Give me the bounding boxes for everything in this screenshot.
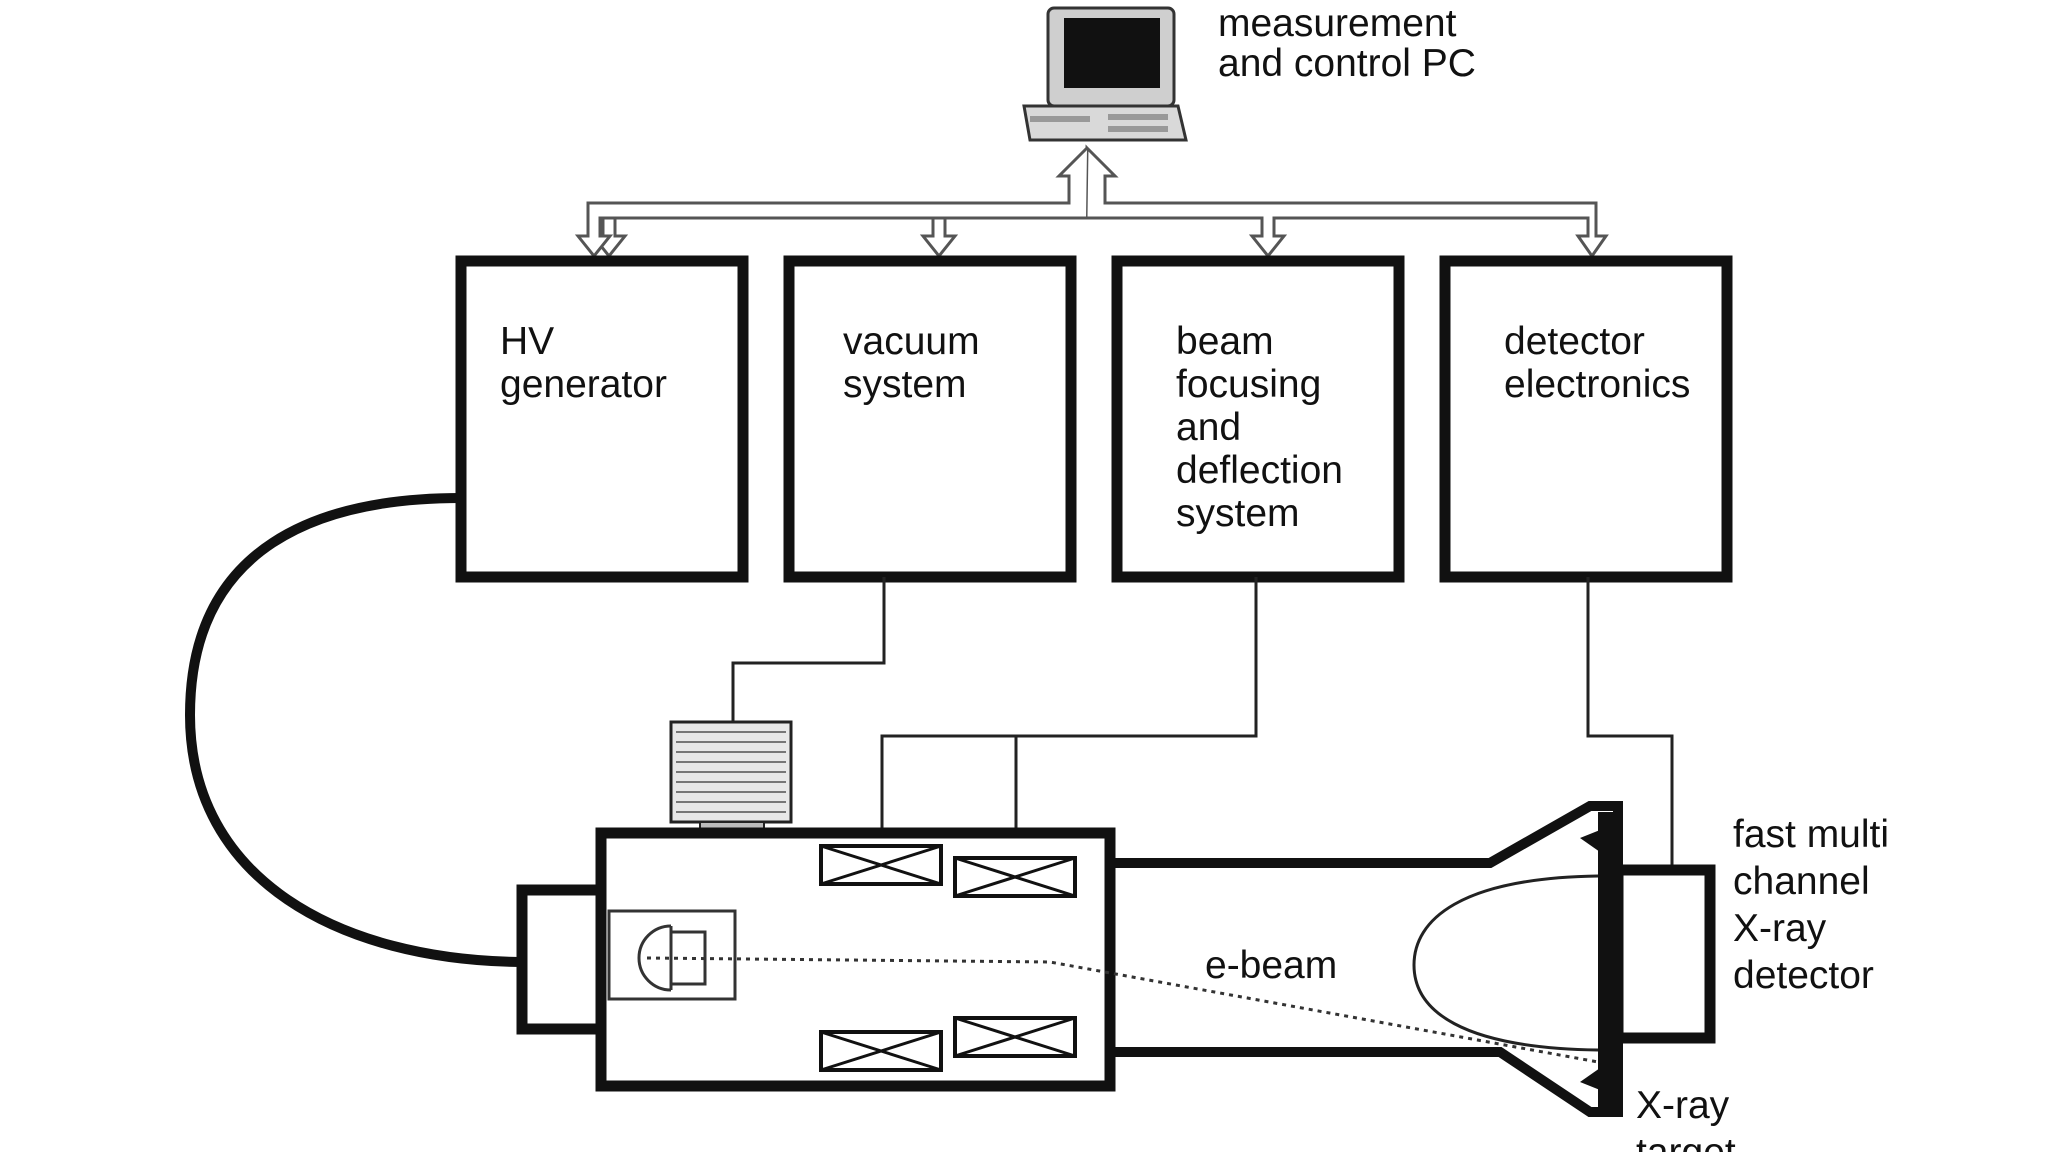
detector-label-line-2: channel — [1733, 860, 1870, 903]
vacuum-line-2: system — [843, 363, 967, 406]
hv-line-2: generator — [500, 363, 667, 406]
hv-cable — [184, 493, 521, 967]
detector-label-line-1: fast multi — [1733, 813, 1889, 856]
vacuum-system-box — [783, 255, 1077, 583]
detector-electronics-box — [1439, 255, 1733, 583]
e-beam-label: e-beam — [1205, 944, 1337, 987]
x-ray-detector — [1612, 864, 1716, 1044]
drift-tube-and-cone — [1110, 801, 1623, 1117]
pc-label-line-2: and control PC — [1218, 42, 1476, 85]
x-ray-target-label-line-1: X-ray — [1636, 1084, 1730, 1127]
vacuum-line-1: vacuum — [843, 320, 980, 363]
vacuum-pump — [669, 720, 793, 833]
beam-line-1: beam — [1176, 320, 1274, 363]
beam-line-3: and — [1176, 406, 1241, 449]
hv-line-1: HV — [500, 320, 554, 363]
detector-connection-line — [1586, 577, 1674, 870]
hv-feedthrough — [516, 884, 607, 1035]
beam-focusing-box — [1111, 255, 1405, 583]
focusing-coil-top-2 — [953, 856, 1077, 898]
target-edge-bottom — [1580, 1068, 1600, 1090]
computer-icon — [1022, 6, 1188, 142]
detector-line-1: detector — [1504, 320, 1645, 363]
x-ray-target-label-line-2: target — [1636, 1131, 1736, 1152]
focusing-coil-bottom-2 — [953, 1016, 1077, 1058]
detector-line-2: electronics — [1504, 363, 1690, 406]
beam-scan-envelope — [1412, 874, 1599, 1052]
detector-label-line-4: detector — [1733, 954, 1874, 997]
beam-line-5: system — [1176, 492, 1300, 535]
e-beam-path — [646, 956, 1599, 1064]
pc-label-line-1: measurement — [1218, 2, 1457, 45]
beam-connection-line — [880, 577, 1258, 838]
focusing-coil-bottom-1 — [819, 1030, 943, 1072]
control-bus-arrow — [589, 144, 1609, 259]
beam-line-4: deflection — [1176, 449, 1343, 492]
vacuum-connection-line — [731, 577, 886, 722]
target-edge-top — [1580, 830, 1600, 852]
focusing-coil-top-1 — [819, 844, 943, 886]
control-bus-arrow-left — [574, 146, 1089, 259]
detector-label-line-3: X-ray — [1733, 907, 1827, 950]
hv-generator-box — [455, 255, 749, 583]
beam-line-2: focusing — [1176, 363, 1321, 406]
